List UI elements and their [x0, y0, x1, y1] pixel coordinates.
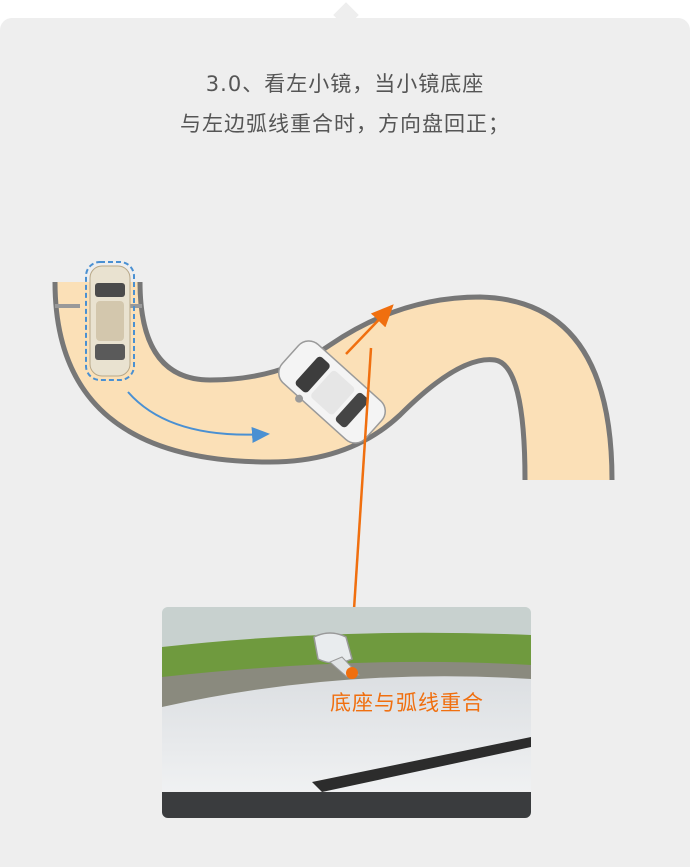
instruction-line-1: 3.0、看左小镜，当小镜底座	[205, 72, 485, 96]
car-top-view-icon	[85, 261, 135, 381]
mirror-icon	[295, 394, 304, 403]
car-top-view-icon	[278, 340, 386, 444]
instruction-line-2: 与左边弧线重合时，方向盘回正；	[180, 112, 510, 136]
pointer-arrow	[343, 347, 373, 643]
heading-arrow	[345, 304, 394, 355]
mirror-view-photo	[162, 607, 531, 818]
photo-caption: 底座与弧线重合	[330, 691, 484, 715]
driving-path-arrow	[127, 391, 270, 443]
base-marker-dot	[346, 667, 358, 679]
